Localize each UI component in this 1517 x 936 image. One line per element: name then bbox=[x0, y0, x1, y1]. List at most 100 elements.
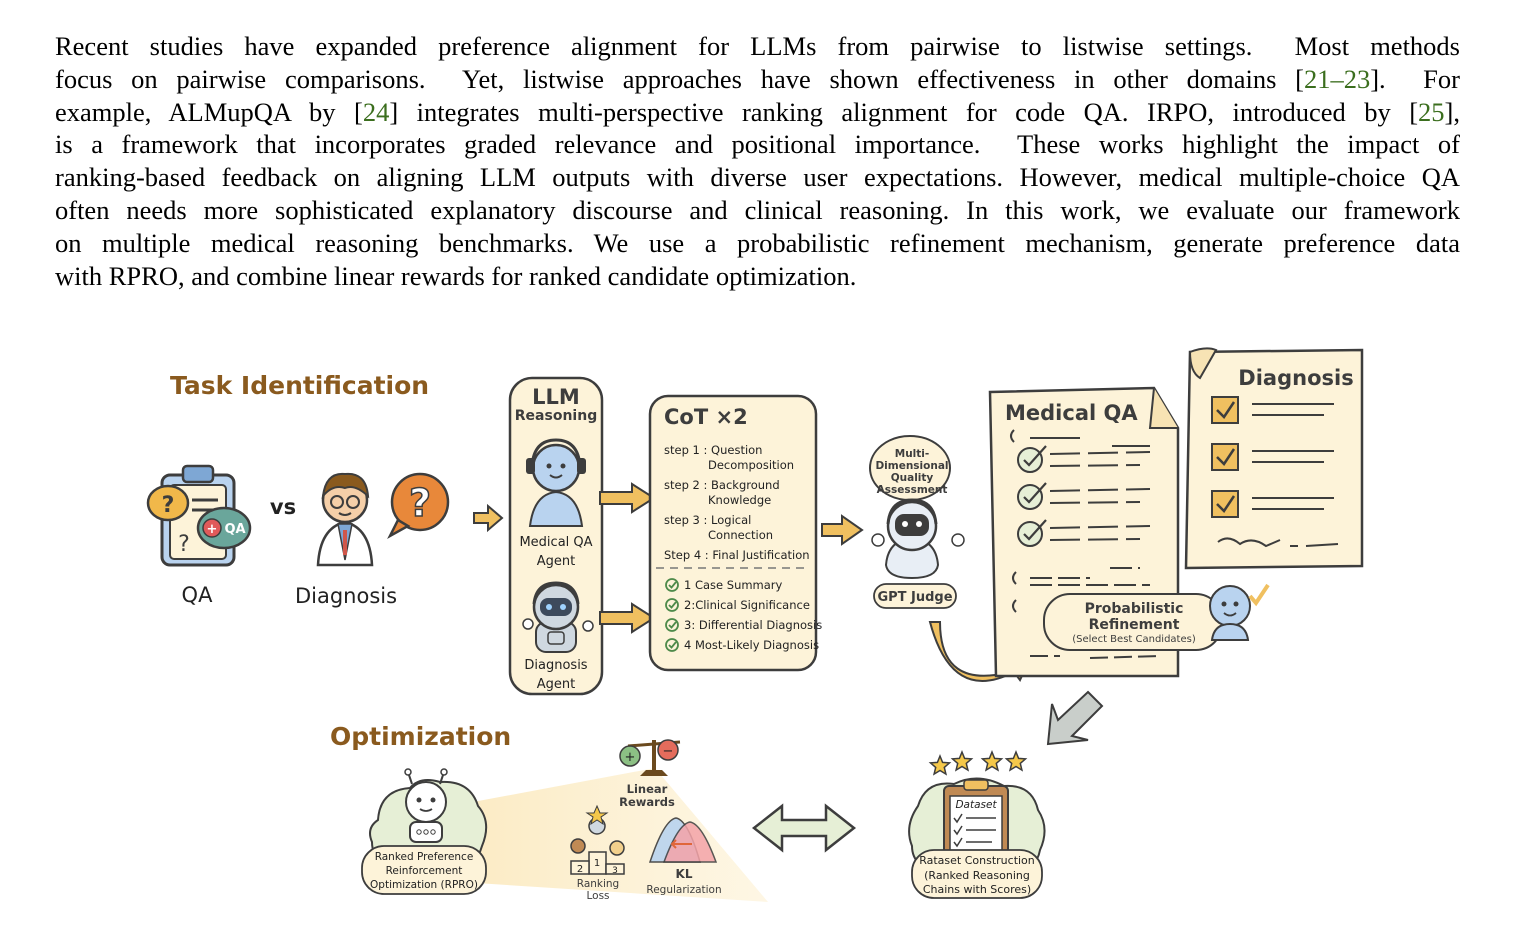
paragraph-line: example, ALMupQA by [24] integrates mult… bbox=[55, 96, 1460, 129]
arrow-down-left-icon bbox=[1046, 690, 1104, 746]
check-circle-icon bbox=[1017, 519, 1047, 547]
check-circle-icon bbox=[665, 638, 679, 652]
dataset-construction-tag bbox=[911, 849, 1043, 899]
dataset-tag: Dataset bbox=[955, 799, 997, 811]
citation-link[interactable]: 25 bbox=[1418, 96, 1445, 127]
medical-qa-doc-title: Medical QA bbox=[1005, 401, 1138, 425]
check-circle-icon bbox=[665, 578, 679, 592]
gpt-judge-tag bbox=[873, 583, 957, 609]
diagnosis-agent-label-2: Agent bbox=[537, 677, 575, 692]
dataset-label-1: Rataset Construction bbox=[919, 854, 1035, 867]
star-icon bbox=[950, 750, 974, 772]
paragraph-text: with RPRO, and combine linear rewards fo… bbox=[55, 260, 857, 291]
cot-panel bbox=[648, 394, 818, 672]
kl-label-2: Regularization bbox=[646, 884, 721, 896]
refinement-line-3: (Select Best Candidates) bbox=[1072, 634, 1196, 645]
diagnosis-step: 3: Differential Diagnosis bbox=[684, 618, 822, 632]
medical-qa-agent-robot-icon bbox=[526, 438, 586, 527]
svg-text:?: ? bbox=[409, 481, 431, 525]
diagnosis-agent-label-1: Diagnosis bbox=[524, 658, 587, 673]
refinement-robot-icon bbox=[1209, 583, 1270, 641]
body-paragraph: Recent studies have expanded preference … bbox=[55, 30, 1460, 292]
cot-step: step 1 : Question bbox=[664, 443, 762, 457]
cot-step: Step 4 : Final Justification bbox=[664, 548, 810, 562]
medical-qa-agent-label-2: Agent bbox=[537, 554, 575, 569]
paragraph-line: is a framework that incorporates graded … bbox=[55, 128, 1460, 161]
paragraph-line: often needs more sophisticated explanato… bbox=[55, 194, 1460, 227]
citation-link[interactable]: 21–23 bbox=[1303, 63, 1371, 94]
paragraph-text: Recent studies have expanded preference … bbox=[55, 31, 1460, 61]
checkbox-icon bbox=[1211, 490, 1239, 518]
check-circle-icon bbox=[665, 598, 679, 612]
quality-line: Multi- bbox=[895, 448, 930, 460]
paragraph-line: Recent studies have expanded preference … bbox=[55, 30, 1460, 63]
diagnosis-checklist bbox=[1211, 396, 1334, 518]
dataset-label-3: Chains with Scores) bbox=[923, 883, 1031, 896]
balance-scale-icon: + − bbox=[619, 739, 681, 776]
double-arrow-icon bbox=[751, 803, 857, 853]
linear-rewards-2: Rewards bbox=[619, 795, 675, 809]
cot-step-detail: Connection bbox=[708, 528, 773, 542]
paragraph-line: focus on pairwise comparisons. Yet, list… bbox=[55, 63, 1460, 96]
cot-step: step 3 : Logical bbox=[664, 513, 751, 527]
svg-text:?: ? bbox=[178, 532, 190, 557]
podium-icon: 1 2 3 bbox=[570, 804, 625, 876]
dataset-label-2: (Ranked Reasoning bbox=[924, 869, 1030, 882]
arrow-right-icon bbox=[473, 503, 504, 533]
checkbox-icon bbox=[1211, 396, 1239, 424]
checkbox-icon bbox=[1211, 443, 1239, 471]
rating-stars-icon bbox=[928, 750, 1028, 776]
clipboard-qa-icon: ? ? + QA bbox=[146, 464, 252, 567]
svg-text:1: 1 bbox=[594, 858, 600, 869]
svg-text:3: 3 bbox=[612, 866, 618, 876]
paragraph-text: example, ALMupQA by [ bbox=[55, 96, 363, 127]
arrow-right-icon bbox=[599, 602, 656, 634]
task-identification-heading: Task Identification bbox=[170, 371, 429, 400]
svg-text:−: − bbox=[663, 744, 674, 759]
paragraph-line: on multiple medical reasoning benchmarks… bbox=[55, 227, 1460, 260]
paragraph-text: ]. For bbox=[1370, 63, 1460, 94]
svg-text:+: + bbox=[207, 522, 218, 537]
paragraph-line: ranking-based feedback on aligning LLM o… bbox=[55, 161, 1460, 194]
quality-line: Dimensional bbox=[875, 460, 948, 472]
cot-step-detail: Decomposition bbox=[708, 458, 794, 472]
kl-label-1: KL bbox=[676, 867, 693, 881]
doctor-icon bbox=[316, 472, 374, 567]
qa-label: QA bbox=[182, 583, 214, 607]
check-circle-icon bbox=[665, 618, 679, 632]
arrow-right-icon bbox=[821, 514, 864, 546]
diagnosis-step: 4 Most-Likely Diagnosis bbox=[684, 638, 819, 652]
star-icon bbox=[980, 750, 1004, 772]
optimization-beam bbox=[430, 768, 768, 902]
llm-title: LLM bbox=[532, 385, 580, 409]
ranking-loss-2: Loss bbox=[586, 890, 609, 902]
paragraph-text: on multiple medical reasoning benchmarks… bbox=[55, 227, 1460, 258]
cot-step-detail: Knowledge bbox=[708, 493, 771, 507]
svg-text:?: ? bbox=[162, 493, 175, 518]
diagnosis-agent-robot-icon bbox=[522, 581, 594, 653]
svg-text:QA: QA bbox=[224, 522, 245, 537]
arrow-right-icon bbox=[599, 482, 656, 514]
paragraph-text: ] integrates multi-perspective ranking a… bbox=[389, 96, 1419, 127]
optimization-heading: Optimization bbox=[330, 722, 511, 751]
cot-step: step 2 : Background bbox=[664, 478, 780, 492]
citation-link[interactable]: 24 bbox=[362, 96, 390, 127]
paragraph-text: ranking-based feedback on aligning LLM o… bbox=[55, 162, 1460, 193]
quality-line: Assessment bbox=[877, 484, 948, 496]
paragraph-text: ], bbox=[1444, 96, 1460, 127]
paragraph-line: with RPRO, and combine linear rewards fo… bbox=[55, 260, 1460, 293]
diagnosis-step: 2:Clinical Significance bbox=[684, 598, 810, 612]
paragraph-text: is a framework that incorporates graded … bbox=[55, 129, 1460, 160]
rpro-tag bbox=[361, 845, 487, 895]
rpro-label-3: Optimization (RPRO) bbox=[370, 879, 478, 891]
kl-distribution-icon bbox=[648, 817, 718, 863]
paragraph-text: often needs more sophisticated explanato… bbox=[55, 194, 1460, 225]
reasoning-title: Reasoning bbox=[515, 408, 597, 424]
paragraph-text: focus on pairwise comparisons. Yet, list… bbox=[55, 63, 1304, 94]
medical-qa-checklist bbox=[1010, 429, 1161, 659]
check-circle-icon bbox=[1017, 445, 1047, 473]
